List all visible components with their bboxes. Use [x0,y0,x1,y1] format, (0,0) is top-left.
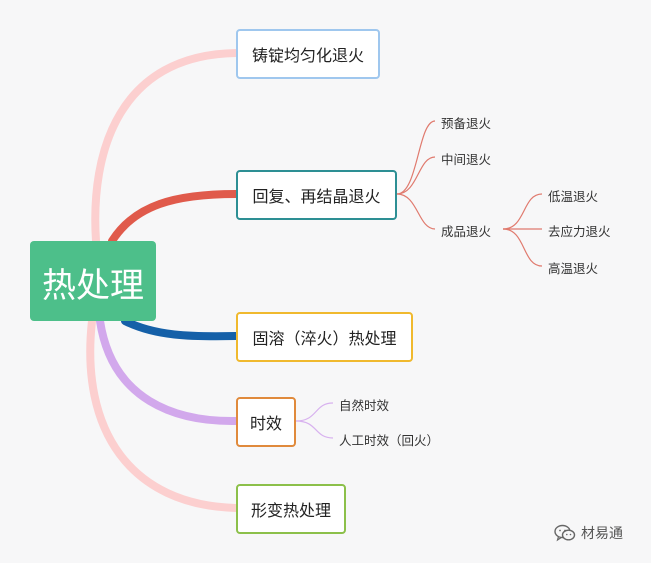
connector-sub-2 [396,156,436,195]
node-label: 成品退火 [441,224,492,239]
watermark: 材易通 [554,523,623,543]
node-low-temp-annealing[interactable]: 低温退火 [548,186,598,205]
node-label: 预备退火 [441,116,492,131]
node-intermediate-annealing[interactable]: 中间退火 [441,149,491,168]
node-label: 中间退火 [441,152,492,167]
node-label: 去应力退火 [548,224,611,239]
connector-branch-4 [96,317,240,426]
root-node[interactable]: 热处理 [30,241,156,321]
branch-aging[interactable]: 时效 [236,397,296,447]
node-label: 自然时效 [339,398,390,413]
branch-label: 回复、再结晶退火 [252,187,381,206]
branch-label: 时效 [249,414,282,433]
node-label: 低温退火 [548,189,599,204]
connector-leaf-1 [502,193,543,230]
connector-aging-2 [295,420,334,439]
node-stress-relief-annealing[interactable]: 去应力退火 [548,221,611,240]
node-preparatory-annealing[interactable]: 预备退火 [441,113,491,132]
node-final-annealing[interactable]: 成品退火 [441,221,491,240]
connector-aging-1 [295,402,334,422]
branch-label: 形变热处理 [250,501,331,520]
node-natural-aging[interactable]: 自然时效 [339,395,389,414]
watermark-text: 材易通 [581,526,623,542]
node-high-temp-annealing[interactable]: 高温退火 [548,258,598,277]
branch-label: 固溶（淬火）热处理 [252,329,397,348]
node-label: 高温退火 [548,261,599,276]
node-artificial-aging[interactable]: 人工时效（回火） [339,430,439,449]
branch-label: 铸锭均匀化退火 [251,46,364,65]
connector-sub-3 [396,193,436,230]
connector-branch-1 [91,49,240,245]
branch-homogenization-annealing[interactable]: 铸锭均匀化退火 [236,29,380,79]
root-label: 热处理 [42,265,144,306]
wechat-icon [554,524,576,542]
branch-solution-treatment[interactable]: 固溶（淬火）热处理 [236,312,413,362]
branch-thermomechanical-treatment[interactable]: 形变热处理 [236,484,346,534]
connector-branch-3 [121,317,240,341]
connector-leaf-3 [502,228,543,267]
connector-branch-5 [86,317,240,512]
branch-recrystallization-annealing[interactable]: 回复、再结晶退火 [236,170,397,220]
node-label: 人工时效（回火） [339,433,440,448]
connector-sub-1 [396,120,436,195]
connector-branch-2 [108,190,240,245]
